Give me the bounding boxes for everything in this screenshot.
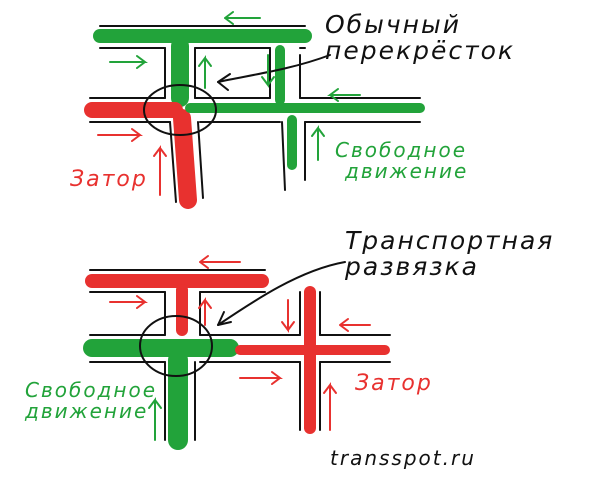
- top-free-label: Свободное движение: [335, 140, 468, 182]
- bottom-title: Транспортная развязка: [345, 226, 555, 282]
- bottom-interchange: [83, 255, 391, 450]
- top-road-lower-jam-fill: [173, 109, 197, 209]
- bottom-free-label: Свободное движение: [25, 380, 157, 422]
- bottom-pointer-arrowhead: [217, 311, 232, 326]
- top-jam-label: Затор: [70, 167, 148, 192]
- bottom-green-arrows: [148, 397, 162, 441]
- top-title-line2: перекрёсток: [325, 36, 516, 66]
- top-red-arrows: [97, 128, 167, 196]
- top-title: Обычный перекрёсток: [325, 10, 516, 66]
- bottom-free-line2: движение: [25, 399, 149, 423]
- top-free-line1: Свободное: [335, 138, 468, 162]
- bottom-jam-label: Затор: [355, 371, 433, 396]
- top-green-arrows: [109, 11, 361, 161]
- watermark: transspot.ru: [330, 446, 476, 470]
- top-free-line2: движение: [345, 159, 469, 183]
- top-title-line1: Обычный: [325, 10, 461, 39]
- bottom-free-line1: Свободное: [25, 378, 158, 402]
- top-road-right-vertical-fill: [275, 45, 297, 170]
- top-intersection-circle: [143, 84, 217, 136]
- bottom-pointer-line: [217, 261, 346, 326]
- top-pointer-line: [217, 54, 331, 83]
- bottom-title-line1: Транспортная: [345, 226, 555, 255]
- bottom-interchange-circle: [139, 315, 213, 377]
- top-intersection: [84, 11, 425, 209]
- bottom-title-line2: развязка: [345, 252, 479, 282]
- bottom-red-arrows: [109, 255, 371, 431]
- top-pointer-arrowhead: [217, 73, 231, 91]
